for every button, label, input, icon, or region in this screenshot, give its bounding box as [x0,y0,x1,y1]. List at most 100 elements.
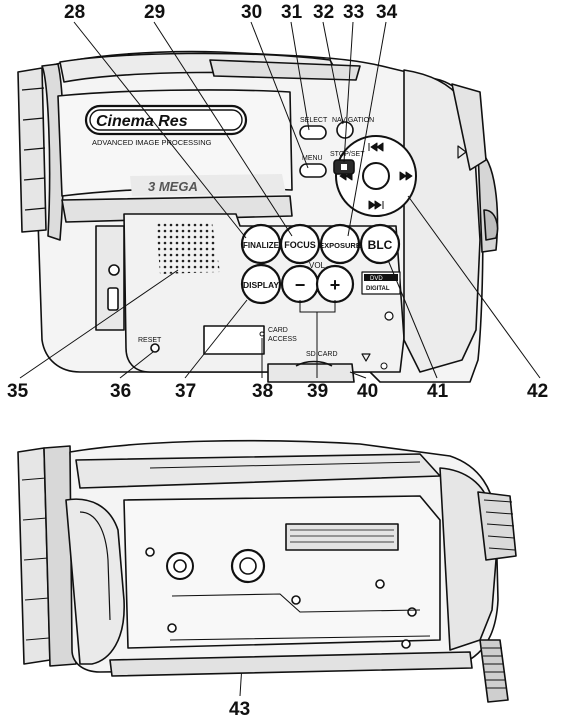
callout-30: 30 [241,2,263,23]
vol-minus-label[interactable]: − [295,275,306,295]
screw-2 [167,623,177,633]
mega-band [130,174,286,196]
stop-set-label: STOP/SET [330,151,365,158]
joystick-skip-back [368,142,384,152]
sd-card-slot [267,363,355,383]
callout-29: 29 [144,2,166,23]
callout-42: 42 [527,381,549,402]
screw-4 [375,579,385,589]
strap-slot [107,287,119,311]
sd-indicator-dot [380,362,388,370]
leader-34 [347,21,387,237]
callout-40: 40 [357,381,379,402]
callout-36: 36 [110,381,132,402]
megapixel-mark: 3 MEGA [148,179,198,194]
menu-label: MENU [302,155,323,162]
menu-button-shape [299,163,327,178]
dial-ridges [482,647,507,689]
callout-41: 41 [427,381,449,402]
screw-1 [145,547,155,557]
sd-triangle [361,353,371,362]
select-label: SELECT [300,117,328,124]
panel-hole [384,311,394,321]
leader-36 [119,351,154,379]
dvd-logo-text-2: DIGITAL [366,286,390,292]
lens-barrel [17,67,47,233]
callout-37: 37 [175,381,197,402]
screw-6 [401,639,411,649]
brand-tagline: ADVANCED IMAGE PROCESSING [92,138,212,147]
brand-logo: Cinema Res [96,113,188,130]
exposure-label[interactable]: EXPOSURE [319,241,361,250]
dial-wheel [479,639,509,703]
leader-29 [153,21,293,237]
leader-40 [349,371,367,379]
leader-28 [73,21,247,239]
screw-3 [291,595,301,605]
strap-hook [95,225,125,331]
battery-latch [285,523,399,551]
leader-39 [299,300,336,378]
focus-label[interactable]: FOCUS [284,240,316,250]
bottom-lens-ridges [21,477,50,641]
leader-32 [322,21,344,125]
leader-35 [19,269,179,379]
callout-35: 35 [7,381,29,402]
sd-card-label: SD CARD [306,351,338,358]
card-access-lamp [259,331,265,337]
leader-31 [290,21,310,131]
strap-screw [108,264,120,276]
navigation-label: NAVIGATION [332,117,374,124]
callout-39: 39 [307,381,329,402]
callout-38: 38 [252,381,274,402]
blc-label[interactable]: BLC [368,238,393,252]
display-label[interactable]: DISPLAY [243,280,279,290]
camcorder-side-view [17,50,499,383]
play-arrow-mark [457,145,467,159]
leader-33 [343,21,354,163]
callout-43: 43 [229,699,251,720]
speaker-grille [156,222,220,274]
bottom-strap [65,498,125,665]
finalize-label[interactable]: FINALIZE [243,241,280,250]
panel-seams [169,593,431,641]
callout-31: 31 [281,2,303,23]
leader-41 [387,259,438,379]
sd-card-door [295,360,333,367]
bottom-strap-inner [79,511,111,621]
screw-5 [407,607,417,617]
leader-lines [19,21,541,697]
bottom-right-strap [477,491,517,561]
reset-hole [150,343,160,353]
battery-latch-ridges [290,529,394,543]
bottom-rim-groove [149,461,421,469]
leader-30 [250,21,309,169]
leader-37 [184,299,248,379]
viewfinder [451,83,487,171]
navigation-button-shape [336,121,354,139]
vol-plus-label[interactable]: + [330,275,341,295]
callout-33: 33 [343,2,365,23]
callout-28: 28 [64,2,86,23]
card-access-label-1: CARD [268,327,288,334]
joystick-ff [399,171,413,181]
exposure-button-shape [319,223,361,265]
joystick-inner [362,162,390,190]
camcorder-bottom-view [17,439,517,703]
card-window [203,325,265,355]
blc-button-shape [359,223,401,265]
reset-label: RESET [138,337,162,344]
select-button-shape [299,125,327,140]
display-button-shape [240,263,282,305]
lens-ring [21,87,47,211]
right-knob [483,209,499,241]
bottom-right-ribs [483,499,516,551]
card-access-label-2: ACCESS [268,336,297,343]
dvd-logo-text-1: DVD [370,276,383,282]
vol-label: VOL [309,261,326,270]
joystick-skip-fwd [368,200,384,210]
bottom-foot [109,651,473,677]
callout-32: 32 [313,2,335,23]
